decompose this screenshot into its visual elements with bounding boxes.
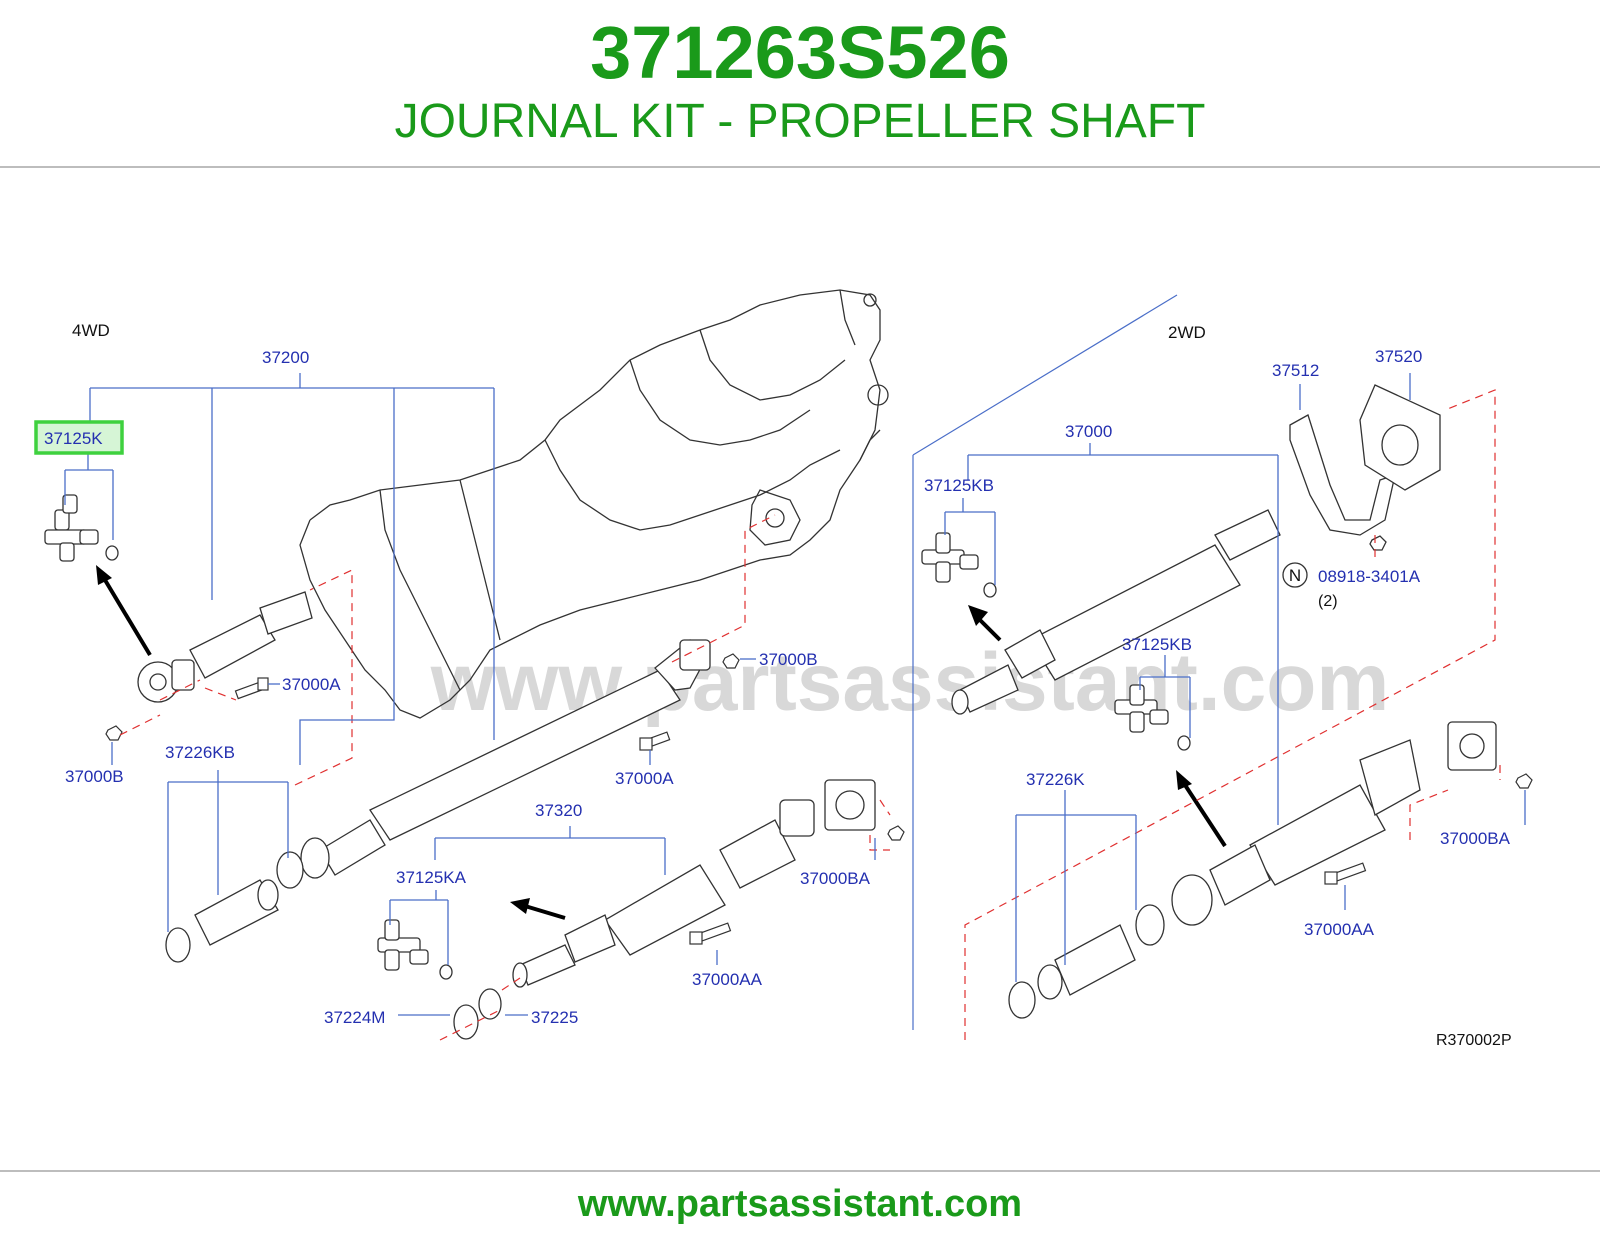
- callout-37000A-upper[interactable]: 37000A: [282, 675, 341, 694]
- arrow-to-37125K: [96, 565, 152, 657]
- callout-37224M[interactable]: 37224M: [324, 1008, 385, 1027]
- footer-divider: [0, 1170, 1600, 1172]
- page-header: 371263S526 JOURNAL KIT - PROPELLER SHAFT: [0, 0, 1600, 168]
- callout-37226K[interactable]: 37226K: [1026, 770, 1085, 789]
- callout-37000A-mid[interactable]: 37000A: [615, 769, 674, 788]
- bolt-37000AA-left: [689, 922, 732, 945]
- callout-37000BA-right[interactable]: 37000BA: [1440, 829, 1511, 848]
- footer-website-link[interactable]: www.partsassistant.com: [577, 1183, 1023, 1225]
- callout-37000AA-left[interactable]: 37000AA: [692, 970, 763, 989]
- washer-37225: [478, 988, 502, 1020]
- washer-37224M: [453, 1004, 479, 1040]
- part-number-title: 371263S526: [590, 11, 1010, 94]
- arrow-to-37125KA: [510, 898, 566, 920]
- callout-37000B-mid[interactable]: 37000B: [759, 650, 818, 669]
- arrow-to-37125KB-upper: [968, 605, 1002, 642]
- callout-37512[interactable]: 37512: [1272, 361, 1319, 380]
- callout-37000[interactable]: 37000: [1065, 422, 1112, 441]
- callout-37125KB-upper[interactable]: 37125KB: [924, 476, 994, 495]
- callout-37125K[interactable]: 37125K: [44, 429, 103, 448]
- section-title-2wd: 2WD: [1168, 323, 1206, 342]
- propeller-shaft-2wd-upper: [951, 509, 1281, 715]
- center-bearing-37512-37520: [1289, 384, 1441, 551]
- propeller-shaft-37320: [512, 779, 876, 988]
- callout-37000B-left[interactable]: 37000B: [65, 767, 124, 786]
- part-description: JOURNAL KIT - PROPELLER SHAFT: [394, 95, 1206, 148]
- diagram-reference-code: R370002P: [1436, 1032, 1512, 1049]
- callout-08918-3401A[interactable]: 08918-3401A: [1318, 567, 1421, 586]
- propeller-shaft-2wd-lower: [1008, 721, 1497, 1019]
- callout-37520[interactable]: 37520: [1375, 347, 1422, 366]
- nut-37000B-left: [105, 725, 123, 741]
- front-shaft-assembly: [137, 591, 313, 703]
- callout-37200[interactable]: 37200: [262, 348, 309, 367]
- callout-37320[interactable]: 37320: [535, 801, 582, 820]
- section-title-4wd: 4WD: [72, 321, 110, 340]
- note-n-letter: N: [1289, 566, 1301, 585]
- propeller-shaft-left: [165, 639, 711, 963]
- spider-joint-37125KA: [377, 919, 453, 980]
- spider-joint-37125KB-upper: [921, 532, 997, 598]
- alignment-dashes: [119, 389, 1501, 1041]
- callout-37000BA-left[interactable]: 37000BA: [800, 869, 871, 888]
- diagram-svg: www.partsassistant.com: [34, 289, 1533, 1049]
- arrow-to-37125KB-lower: [1176, 770, 1227, 848]
- quantity-note: (2): [1318, 593, 1338, 610]
- note-circle-n: [1282, 562, 1308, 588]
- section-divider-diagonal: [912, 294, 1178, 456]
- transmission-housing: [299, 289, 889, 719]
- nut-37000B-mid: [722, 653, 740, 669]
- spider-joint-37125K: [44, 494, 119, 562]
- callout-37225[interactable]: 37225: [531, 1008, 578, 1027]
- callout-37000AA-right[interactable]: 37000AA: [1304, 920, 1375, 939]
- callout-37125KA[interactable]: 37125KA: [396, 868, 467, 887]
- callout-37226KB[interactable]: 37226KB: [165, 743, 235, 762]
- bolt-37000AA-right: [1324, 862, 1367, 885]
- highlighted-part-box: [34, 420, 124, 455]
- nut-37000BA-right: [1515, 773, 1533, 789]
- bolt-37000A-mid: [639, 731, 671, 751]
- callout-37125KB-lower[interactable]: 37125KB: [1122, 635, 1192, 654]
- parts-diagram: www.partsassistant.com: [0, 170, 1600, 1170]
- nut-37000BA-left: [887, 825, 905, 841]
- bolt-37000A-upper: [234, 677, 269, 700]
- header-divider: [0, 166, 1600, 168]
